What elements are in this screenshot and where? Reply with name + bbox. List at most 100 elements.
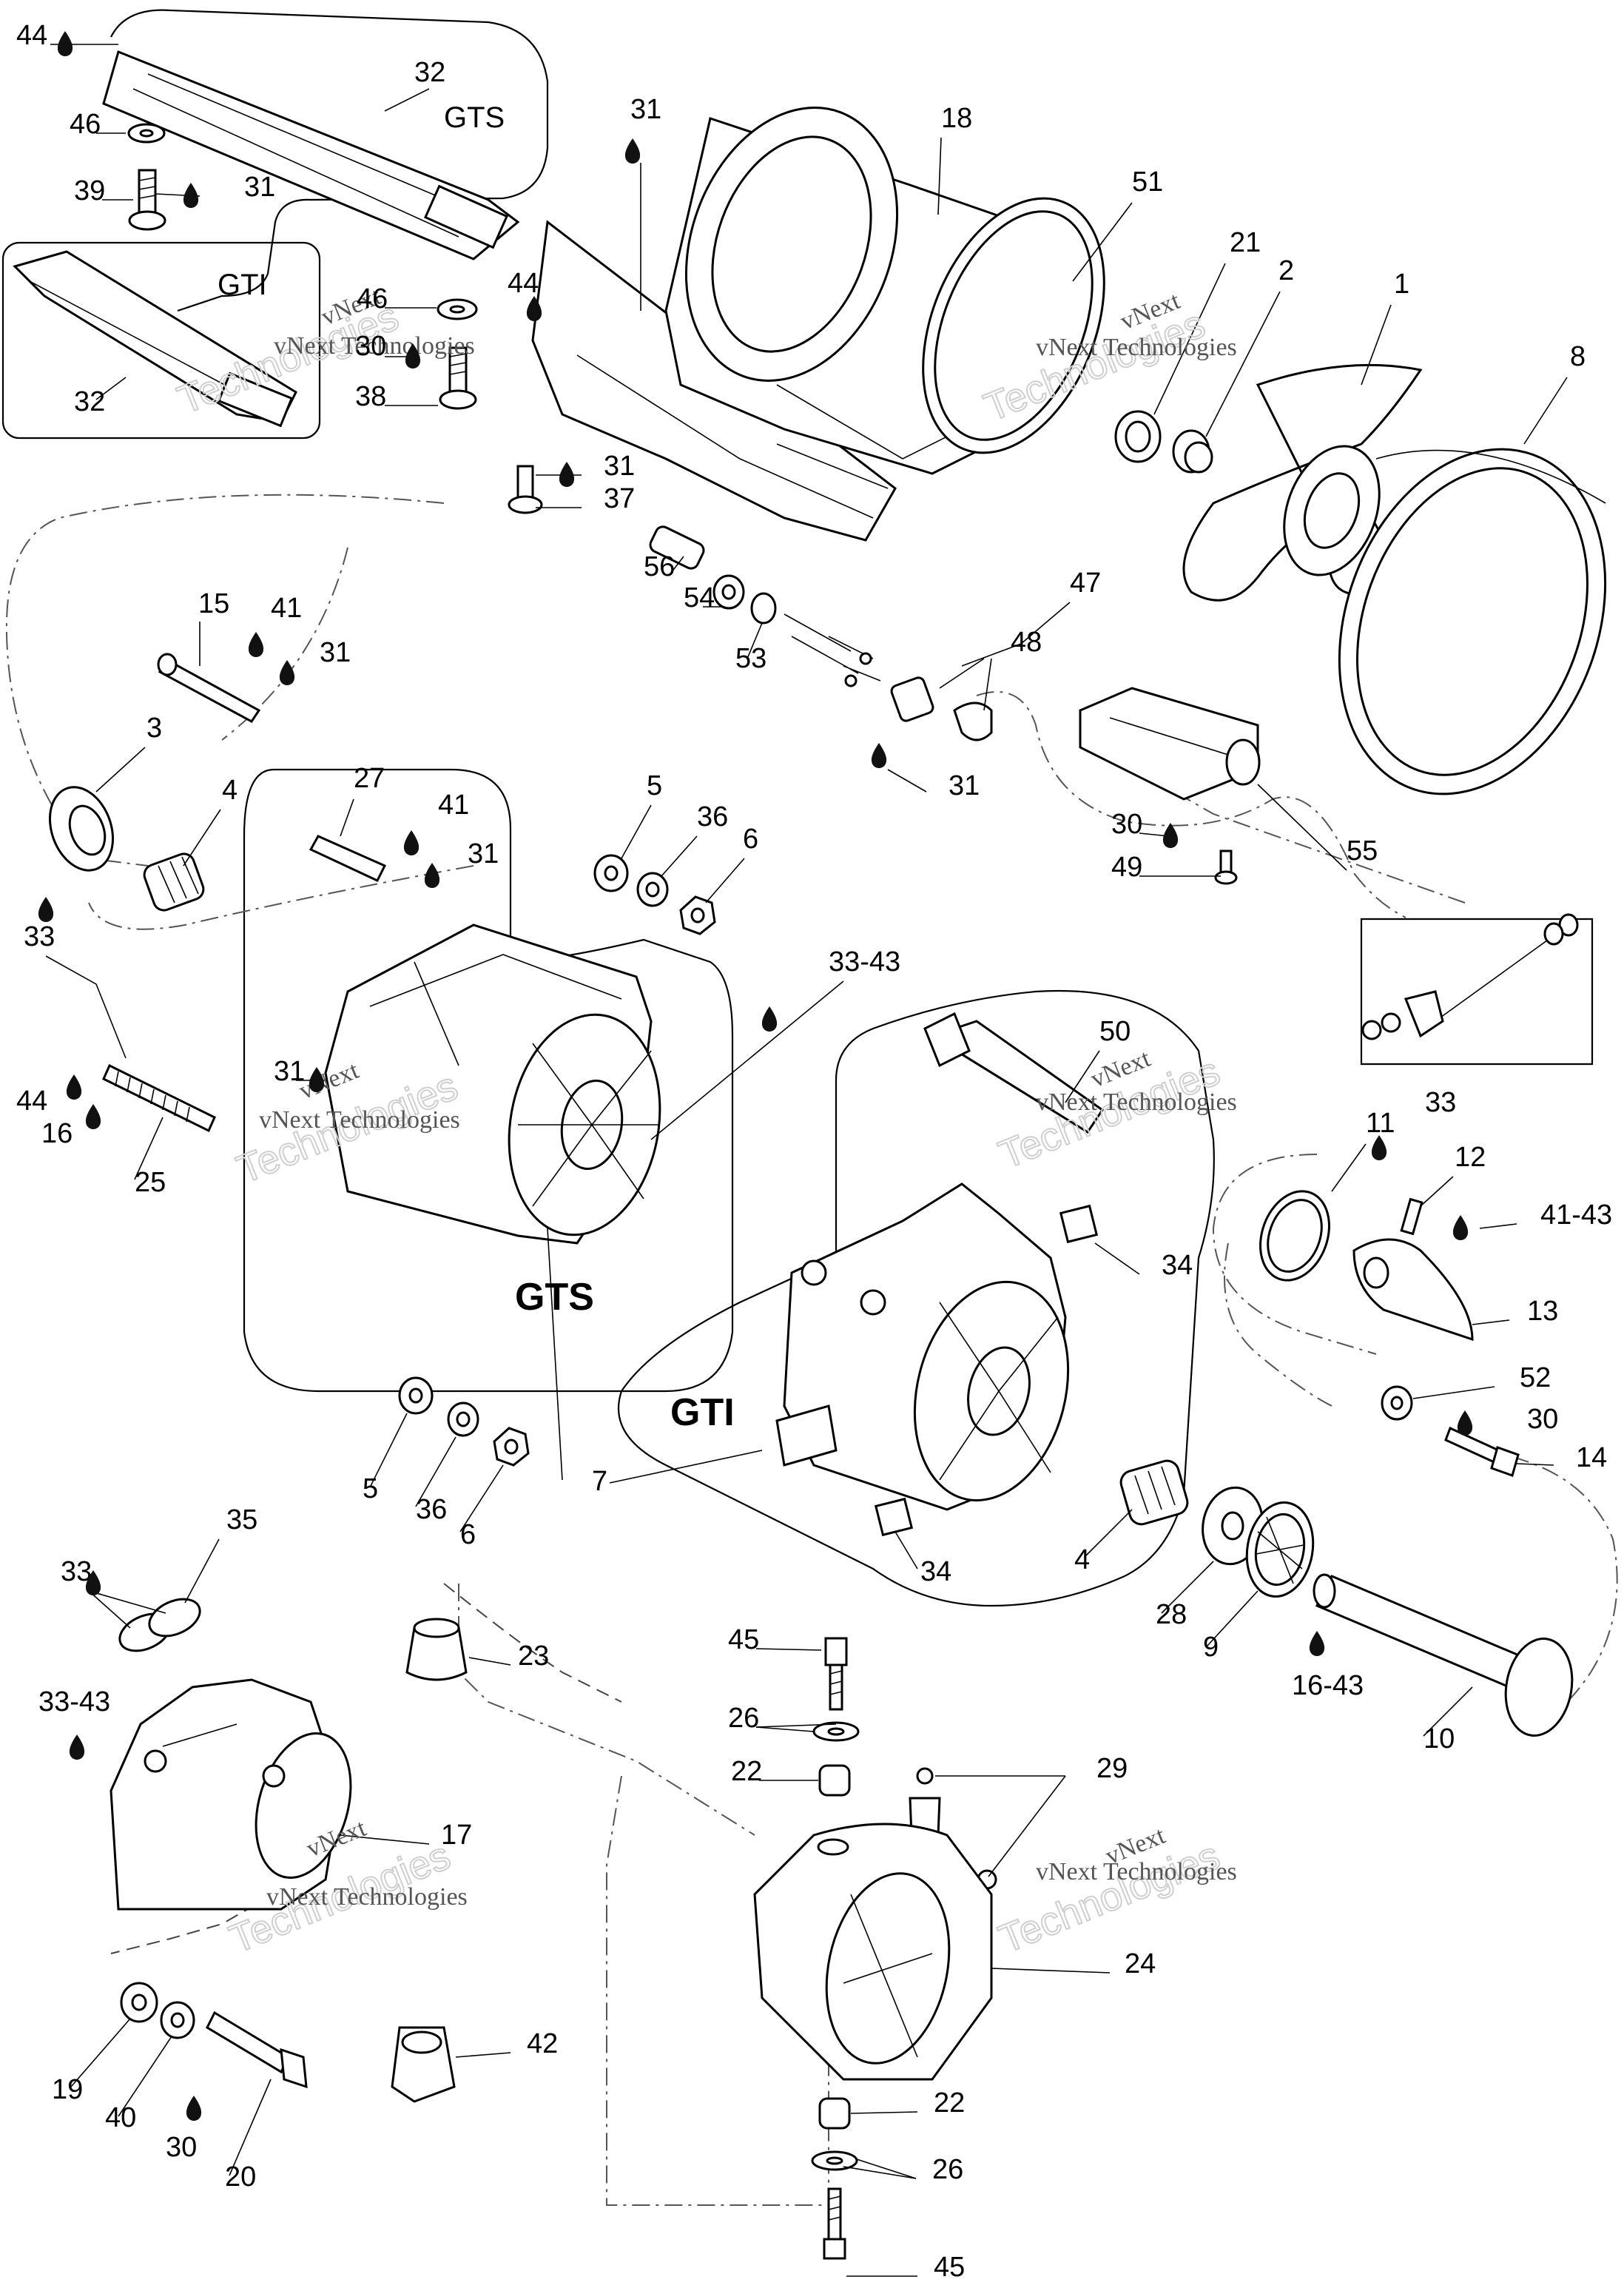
part-14-bolt [1444, 1426, 1520, 1477]
callout-c56: 56 [644, 551, 675, 582]
callout-c38: 38 [355, 381, 386, 412]
oil-drop-icon [405, 343, 421, 369]
callout-c21: 21 [1230, 227, 1261, 258]
group-outlines [1, 9, 1594, 1607]
label-gti-top: GTI [218, 269, 267, 301]
callout-c33a: 33 [24, 921, 55, 952]
callout-c26a: 26 [728, 1703, 759, 1734]
callout-c32b: 32 [74, 386, 105, 417]
part-8-wear-ring [1338, 448, 1607, 795]
callout-c30a: 30 [355, 331, 386, 362]
part-20-bolt [206, 2011, 308, 2089]
callout-c33b: 33 [1425, 1087, 1456, 1118]
oil-drop-icon [186, 2096, 202, 2121]
callout-c6b: 6 [460, 1519, 476, 1550]
callout-c50: 50 [1099, 1016, 1131, 1047]
label-gts-housing: GTS [515, 1276, 594, 1319]
part-24-venturi-nozzle [753, 1823, 993, 2081]
callout-c44c: 44 [16, 1086, 47, 1117]
watermark-line-1: vNext Technologies [1036, 334, 1237, 361]
callout-c6a: 6 [743, 824, 758, 855]
group-labels: GTS GTI GTS GTI [218, 101, 735, 1434]
callout-c30d: 30 [166, 2132, 197, 2163]
callout-c54: 54 [684, 582, 715, 613]
callout-c31a: 31 [244, 172, 275, 203]
callout-c15: 15 [198, 588, 229, 619]
callout-c24: 24 [1125, 1948, 1156, 1979]
callout-c11: 11 [1366, 1108, 1395, 1139]
callout-c37: 37 [604, 483, 635, 514]
part-34-nut-left [874, 1497, 914, 1537]
part-13-cone [1352, 1238, 1474, 1342]
callout-c22a: 22 [731, 1756, 762, 1787]
oil-drop-icon [66, 1074, 82, 1100]
callout-c16-43: 16-43 [1292, 1670, 1364, 1701]
oil-drop-icon [38, 897, 54, 922]
part-40-lockwasher [160, 2001, 195, 2039]
callout-c4a: 4 [222, 775, 237, 806]
watermark-line-6: vNext Technologies [1036, 1858, 1237, 1885]
part-36-lockwasher-bottom [447, 1402, 479, 1437]
callout-c34b: 34 [920, 1556, 951, 1587]
callout-c39: 39 [74, 175, 105, 206]
watermark-line-4: vNext Technologies [1036, 1089, 1237, 1116]
callout-c31b: 31 [630, 94, 661, 125]
callout-c42: 42 [527, 2028, 558, 2059]
part-36-lockwasher-top [636, 872, 669, 907]
part-15-pin [157, 653, 261, 723]
callout-c34a: 34 [1162, 1250, 1193, 1281]
part-9-thrust-bearing [1245, 1501, 1315, 1598]
part-37-bolt [508, 465, 543, 514]
callout-c31f: 31 [468, 838, 499, 869]
label-gti-housing: GTI [670, 1391, 735, 1434]
callout-c36b: 36 [416, 1494, 447, 1525]
part-10-shaft [1313, 1573, 1574, 1737]
part-1-impeller [1182, 363, 1423, 602]
part-4-bearing-right [1119, 1459, 1189, 1526]
parts [13, 50, 1607, 2260]
oil-drop-icon [183, 183, 199, 208]
part-46-washer-mid [437, 298, 478, 320]
watermark-line-2: vNext Technologies [274, 332, 475, 360]
part-6-nut-bottom [493, 1427, 530, 1467]
oil-drop-icon [559, 462, 575, 487]
part-5-washer-bottom [398, 1376, 434, 1415]
oil-drop-icon [1452, 1215, 1469, 1240]
oil-drop-icon [248, 632, 264, 657]
part-48-fitting-cap [890, 676, 993, 741]
part-5-washer-top [593, 854, 629, 892]
callout-c27: 27 [354, 763, 385, 794]
part-4-bearing-left [143, 852, 205, 912]
oil-drop-icon [761, 1006, 778, 1032]
part-25-stud [102, 1063, 216, 1133]
part-17-steering-elbow [109, 1678, 352, 1911]
callout-c31g: 31 [274, 1056, 305, 1087]
part-45-bolt-top [824, 1637, 848, 1711]
part-32-gts-bar [102, 50, 520, 260]
part-11-oring [1259, 1190, 1330, 1282]
callout-c8: 8 [1570, 341, 1586, 372]
part-42-bushing [391, 2026, 456, 2103]
callout-c44a: 44 [16, 20, 47, 51]
oil-drop-icon [526, 296, 542, 321]
callout-c33-43a: 33-43 [829, 946, 900, 978]
part-35-rings [118, 1598, 201, 1652]
part-3-seal [48, 786, 115, 872]
callout-c45b: 45 [934, 2252, 965, 2283]
part-19-washer [120, 1982, 158, 2023]
oil-drop-icon [871, 743, 887, 768]
oil-drop-icon [309, 1067, 325, 1092]
callout-c16a: 16 [41, 1118, 73, 1149]
callout-c17: 17 [441, 1820, 472, 1851]
callout-c33-43b: 33-43 [38, 1686, 110, 1717]
oil-drop-icon [85, 1104, 101, 1129]
callout-c52: 52 [1520, 1362, 1551, 1393]
part-6-nut-top [679, 895, 716, 935]
callout-c31d: 31 [949, 770, 980, 801]
part-27-pin [309, 835, 387, 882]
part-55-sensor-bracket [1079, 687, 1261, 801]
callout-c41-43: 41-43 [1540, 1199, 1612, 1231]
part-32-gti-bar [13, 250, 297, 428]
